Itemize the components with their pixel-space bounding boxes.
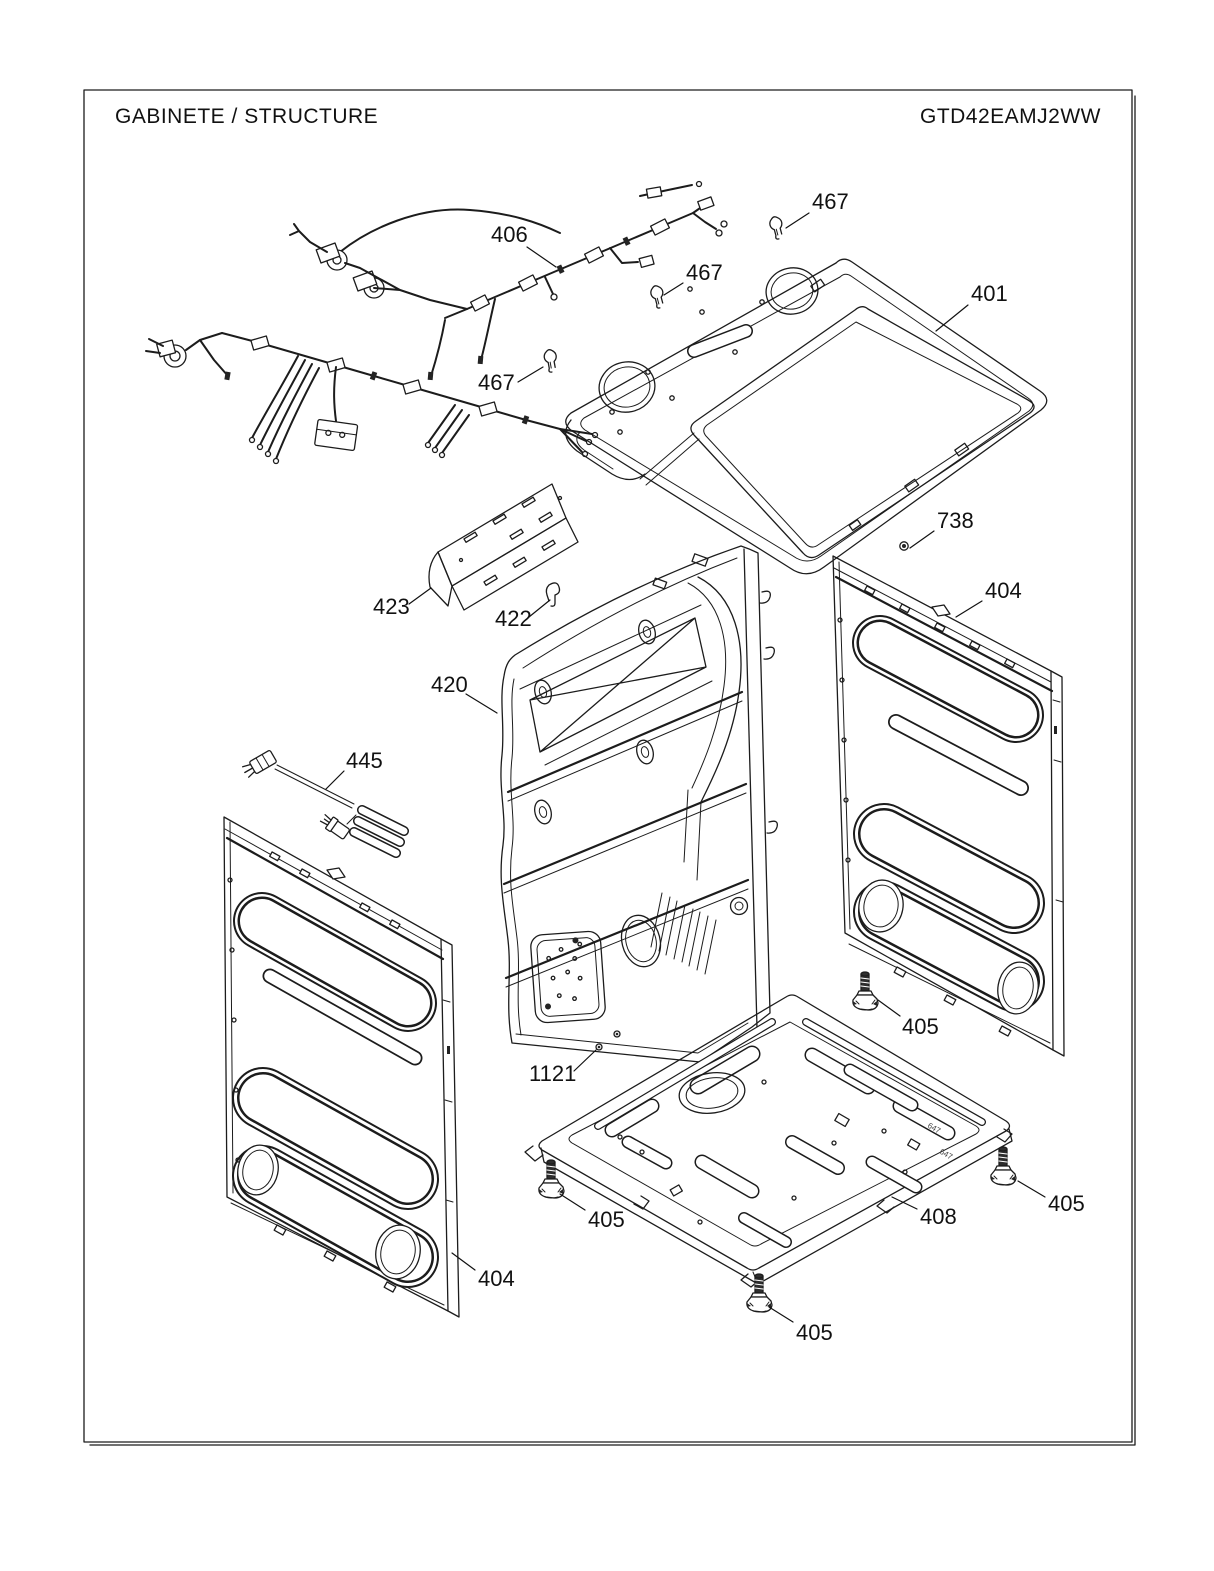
right-side-panel-drawing xyxy=(832,555,1065,1057)
leader-line-405-17 xyxy=(768,1306,794,1323)
leveling-leg-right xyxy=(990,1146,1017,1186)
leader-line-467-2 xyxy=(663,282,684,296)
leader-line-404-6 xyxy=(955,600,983,618)
leader-line-445-10 xyxy=(325,770,345,790)
clip-422-drawing xyxy=(545,582,561,607)
part-label-467: 467 xyxy=(686,260,723,285)
part-label-401: 401 xyxy=(971,281,1008,306)
power-cord-drawing xyxy=(242,750,409,858)
part-label-1121: 1121 xyxy=(529,1061,576,1086)
leader-line-406-0 xyxy=(526,246,557,268)
top-panel-drawing xyxy=(565,258,1048,575)
part-label-404: 404 xyxy=(478,1266,515,1291)
part-label-467: 467 xyxy=(812,189,849,214)
part-label-406: 406 xyxy=(491,222,528,247)
leader-line-467-3 xyxy=(517,366,544,383)
part-label-408: 408 xyxy=(920,1204,957,1229)
leader-line-467-1 xyxy=(785,212,810,229)
part-label-423: 423 xyxy=(373,594,410,619)
leader-line-404-16 xyxy=(451,1252,476,1271)
page-border xyxy=(83,89,1133,1443)
leader-line-422-8 xyxy=(528,599,551,618)
leader-line-423-7 xyxy=(408,587,432,605)
base-pan-drawing xyxy=(524,994,1013,1288)
leveling-leg-top-right xyxy=(852,971,879,1011)
leader-line-405-11 xyxy=(877,999,901,1017)
part-label-405: 405 xyxy=(1048,1191,1085,1216)
clip-467-top xyxy=(767,214,787,241)
page-border-shadow xyxy=(89,95,1136,1446)
clip-467-low xyxy=(542,347,560,374)
part-label-404: 404 xyxy=(985,578,1022,603)
clip-467-mid xyxy=(648,283,668,310)
part-label-738: 738 xyxy=(937,508,974,533)
leader-line-1121-12 xyxy=(573,1049,597,1072)
leader-line-405-13 xyxy=(559,1193,586,1211)
labels-layer: 406 467 467 467 401 738 404 423 422 420 445 405 1121… xyxy=(325,189,1085,1345)
leader-line-405-14 xyxy=(1017,1180,1046,1198)
front-bulkhead-drawing xyxy=(500,545,778,1063)
screws-1121 xyxy=(595,1030,621,1051)
leveling-leg-left xyxy=(538,1159,565,1199)
part-label-422: 422 xyxy=(495,606,532,631)
leader-line-401-4 xyxy=(935,304,969,332)
screw-738 xyxy=(899,541,909,551)
leader-line-420-9 xyxy=(465,693,498,714)
wire-harness-drawing xyxy=(145,180,728,465)
left-side-panel-drawing xyxy=(223,816,460,1318)
part-label-405: 405 xyxy=(902,1014,939,1039)
leader-line-738-5 xyxy=(909,530,935,549)
part-label-405: 405 xyxy=(588,1207,625,1232)
diagram-title: GABINETE / STRUCTURE xyxy=(115,105,378,128)
bracket-drawing xyxy=(428,483,579,611)
part-label-405: 405 xyxy=(796,1320,833,1345)
leader-line-408-15 xyxy=(891,1196,918,1210)
part-label-467: 467 xyxy=(478,370,515,395)
part-label-445: 445 xyxy=(346,748,383,773)
model-number: GTD42EAMJ2WW xyxy=(920,105,1101,128)
base-stamp-1: 647 xyxy=(938,1147,955,1162)
part-label-420: 420 xyxy=(431,672,468,697)
